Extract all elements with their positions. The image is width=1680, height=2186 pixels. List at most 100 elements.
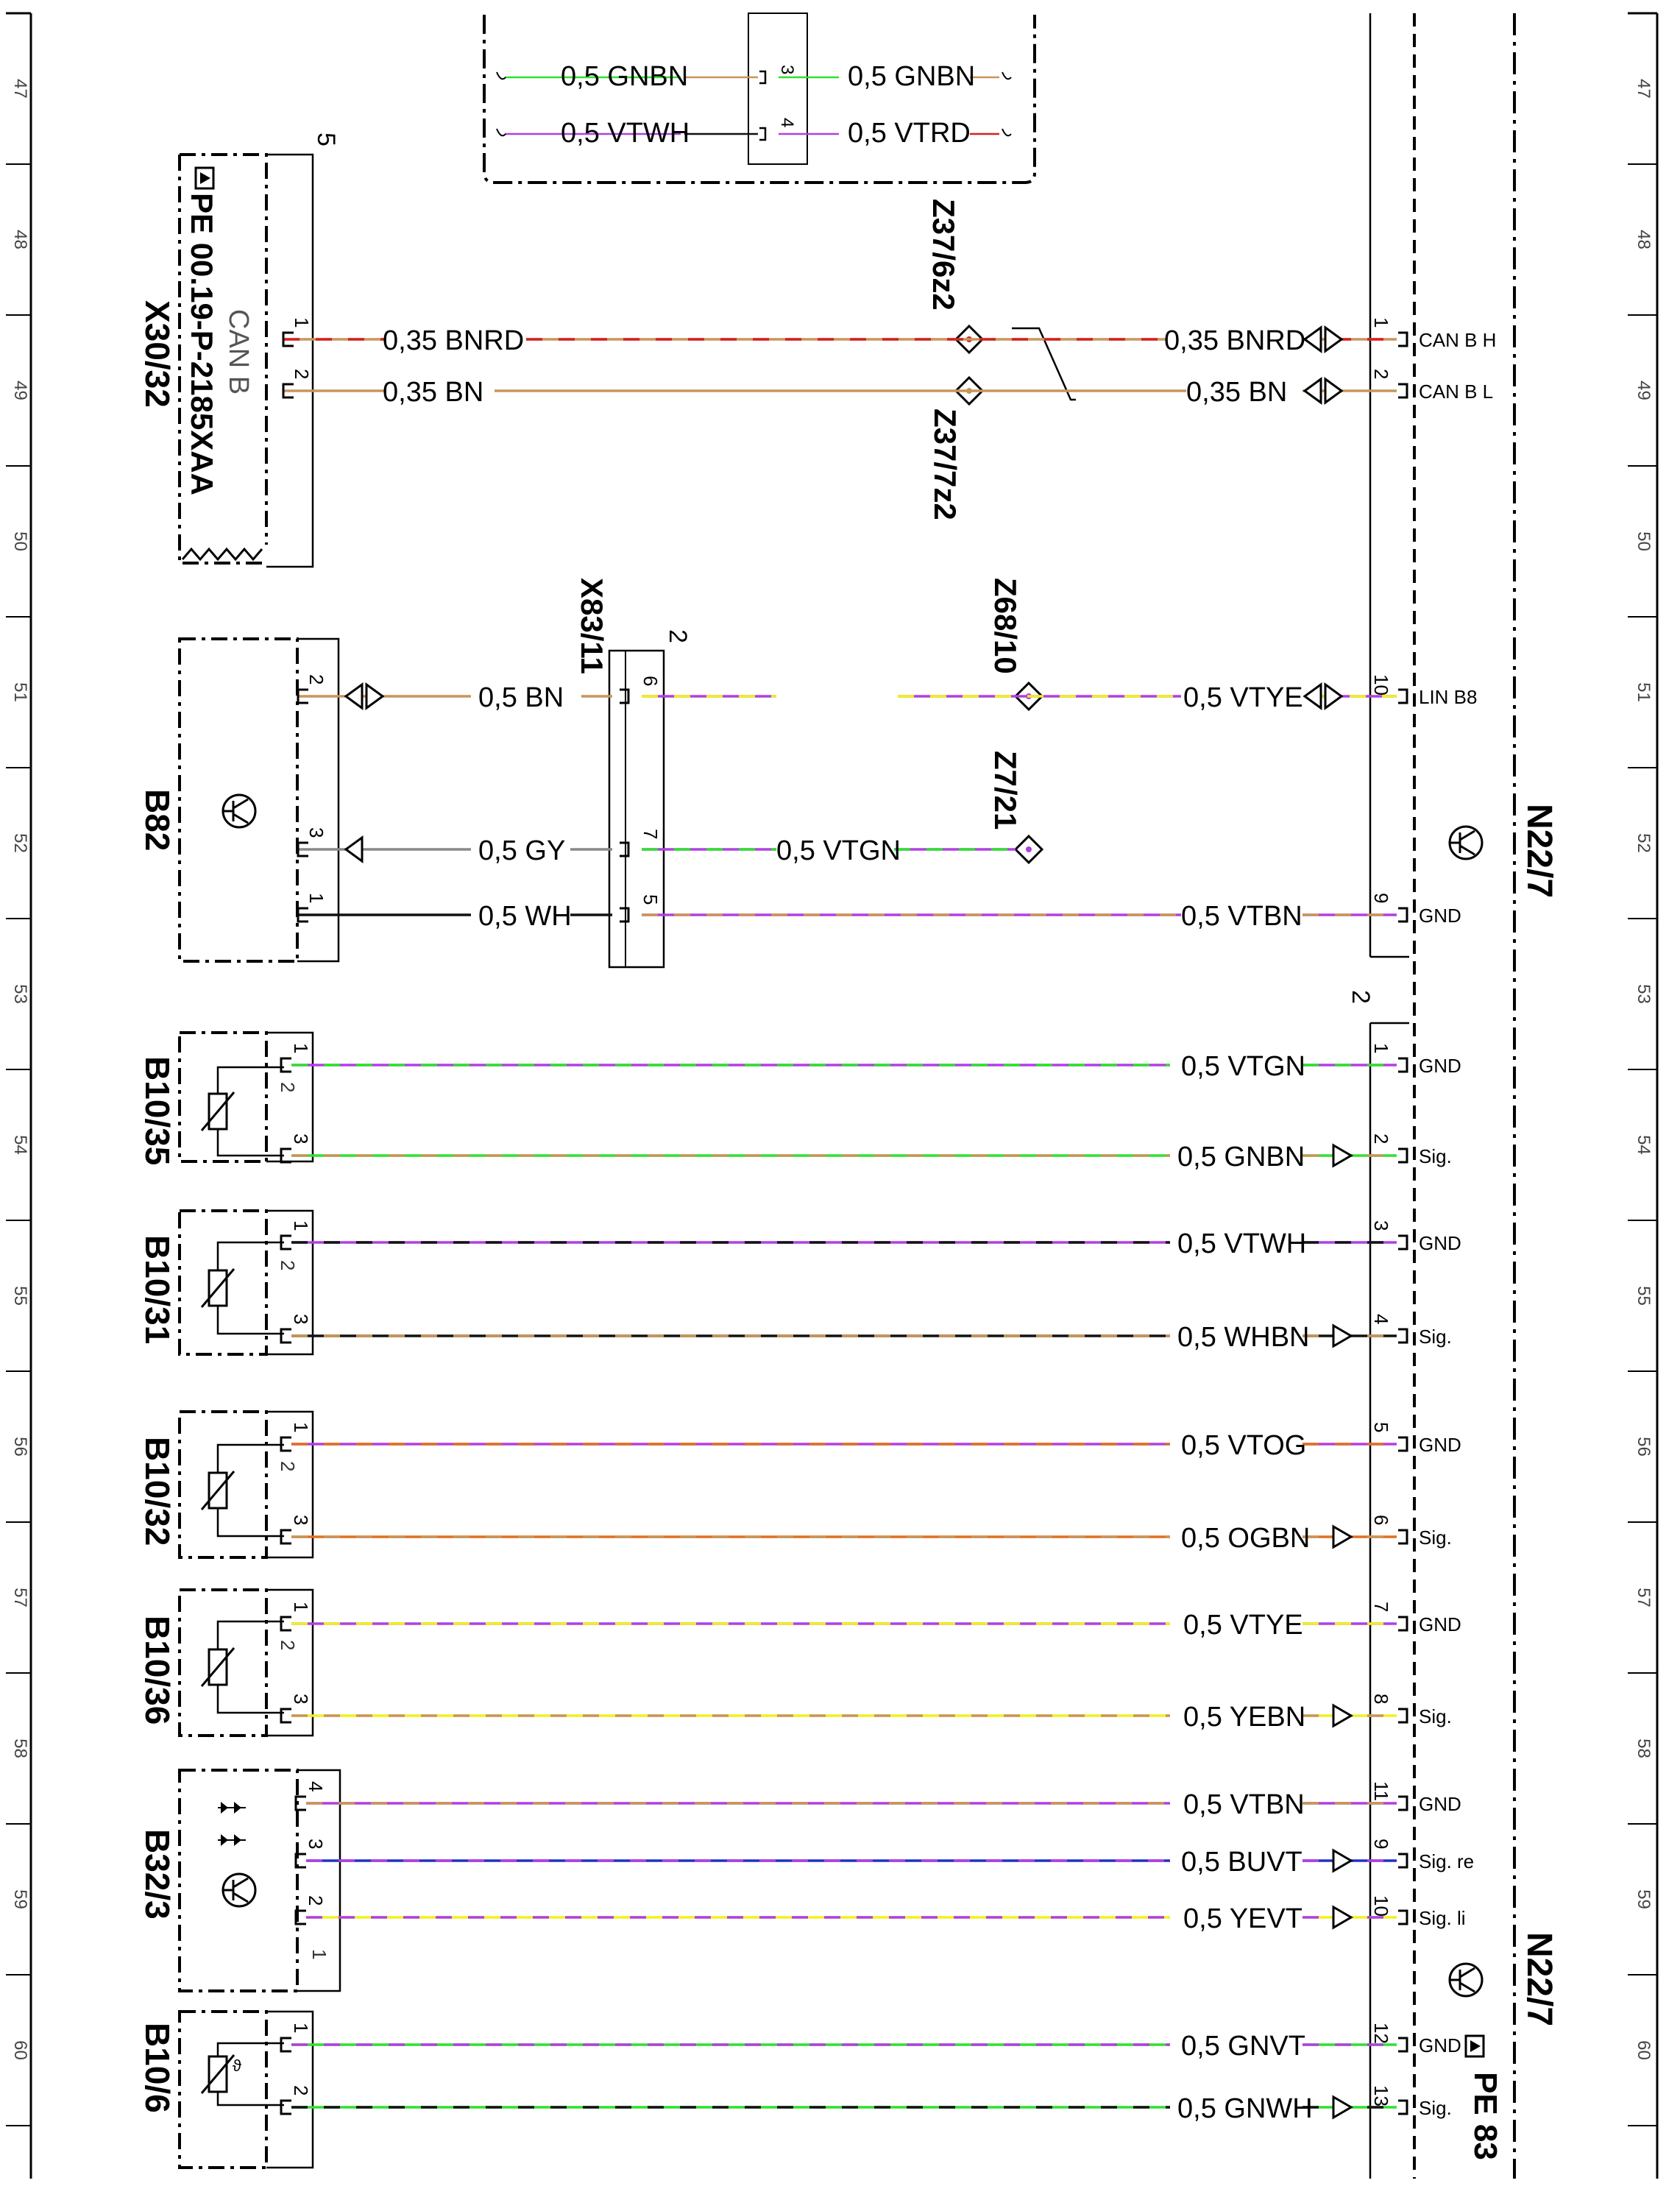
wire-right-label: 0,5 VTOG [1181,1430,1306,1461]
ruler-left-label: 53 [10,984,30,1004]
ruler-right-label: 53 [1634,984,1654,1004]
left-pin-number: 4 [305,1781,327,1791]
wire-right-label: 0,5 YEBN [1183,1702,1305,1733]
wire-right-label: 0,5 VTWH [1177,1228,1306,1259]
left-pin-number: 3 [290,1133,312,1144]
resistor-sensor-icon [200,1620,284,1714]
ruler-right-label: 54 [1634,1135,1654,1155]
ruler-left-label: 57 [10,1588,30,1607]
wire-right-label: 0,5 OGBN [1181,1523,1310,1554]
module-signal-label: GND [1419,1793,1461,1815]
resistor-sensor-icon [200,1066,284,1157]
ruler-right-label: 57 [1634,1588,1654,1607]
wire-right-label: 0,5 VTGN [776,835,901,866]
wire-left-label: 0,5 BN [478,682,564,713]
ruler-left-label: 60 [10,2040,30,2060]
left-pin-number: 1 [290,1220,312,1231]
x30-32-sub: CAN B [223,309,254,395]
module-pin-number: 1 [1370,1043,1392,1053]
top-pin-3: 3 [777,65,797,74]
module-signal-label: GND [1419,905,1461,927]
top-pin-4: 4 [777,118,797,127]
left-pin-number: 2 [291,369,313,379]
module-signal-label: GND [1419,1613,1461,1635]
wire-right-label: 0,5 VTGN [1181,1051,1305,1082]
module-pin-number: 9 [1370,1839,1392,1849]
ruler-left-label: 50 [10,531,30,551]
left-pin-number: 1 [290,1602,312,1612]
wire-right-label: 0,5 GNWH [1177,2093,1313,2124]
left-pin-number: 1 [291,317,313,328]
wire-left-label: 0,35 BN [383,377,483,408]
module-signal-label: Sig. [1419,1145,1452,1167]
splice-z7-21 [1013,834,1044,865]
component-b82: B82 [138,637,340,963]
wire-left-label: 0,5 GY [478,835,565,866]
b10-6-label: B10/6 [138,2023,177,2113]
wire-right-label: 0,5 VTBN [1183,1789,1305,1820]
b10-31-label: B10/31 [138,1235,177,1344]
wire-right-label: 0,5 GNBN [1177,1142,1305,1172]
ruler-right-label: 50 [1634,531,1654,551]
x83-11-pin: 6 [639,676,662,686]
led-icon [218,1802,246,1846]
component-b32-3: B32/3 [138,1769,341,1992]
left-pin-number: 3 [290,1314,312,1324]
module-pin-number: 11 [1370,1781,1392,1801]
thermistor-icon: ϑ [200,2042,284,2107]
resistor-sensor-icon [200,1241,284,1335]
b10-35-mid-pin: 2 [277,1082,299,1092]
ruler-right-label: 47 [1634,79,1654,99]
module-pin-number: 2 [1370,1133,1392,1144]
module-signal-label: LIN B8 [1419,686,1478,708]
module-pin-number: 9 [1370,893,1392,903]
wire-right-label: 0,5 VTYE [1183,682,1303,713]
module-signal-label: Sig. [1419,2097,1452,2119]
ruler-right-label: 55 [1634,1286,1654,1306]
row-rulers [6,12,1659,2179]
wire-right-label: 0,5 GNVT [1181,2031,1305,2062]
ruler-right-label: 59 [1634,1889,1654,1909]
x83-11-pin: 5 [639,894,662,905]
module-pin-number: 1 [1370,317,1392,328]
splice-z68-10-label: Z68/10 [988,578,1023,674]
wire-right-label: 0,35 BNRD [1164,325,1305,356]
b82-label: B82 [138,789,177,851]
module-signal-label: Sig. [1419,1326,1452,1348]
wire-right-label: 0,35 BN [1186,377,1287,408]
b10-32-label: B10/32 [138,1437,177,1546]
module-pin-number: 5 [1370,1422,1392,1432]
hand-reference-icon [1464,2034,1485,2058]
component-b10-31: B10/31 [138,1209,314,1356]
b10-31-mid-pin: 2 [277,1260,299,1270]
top-wire-4-left-label: 0,5 VTWH [561,118,690,149]
module-signal-label: Sig. [1419,1705,1452,1727]
transistor-icon [1448,825,1484,860]
splice-z37-6z2-label: Z37/6z2 [926,199,961,311]
b10-32-mid-pin: 2 [277,1461,299,1471]
ruler-left-label: 51 [10,682,30,702]
module-signal-label: GND [1419,1232,1461,1254]
component-b10-6: B10/6 [138,2010,314,2169]
module-label: N22/7 [1520,804,1559,898]
wire-right-label: 0,5 VTBN [1181,901,1302,932]
module-signal-label: GND [1419,1055,1461,1077]
module-pin-number: 10 [1370,674,1392,696]
ruler-right-label: 60 [1634,2040,1654,2060]
left-pin-number: 3 [305,1839,327,1849]
x30-32-corner: 5 [312,132,340,146]
left-pin-number: 2 [305,674,327,685]
top-wire-3-right-label: 0,5 GNBN [848,61,975,92]
left-pin-number: 1 [290,2023,312,2033]
wire-right-label: 0,5 WHBN [1177,1322,1309,1353]
